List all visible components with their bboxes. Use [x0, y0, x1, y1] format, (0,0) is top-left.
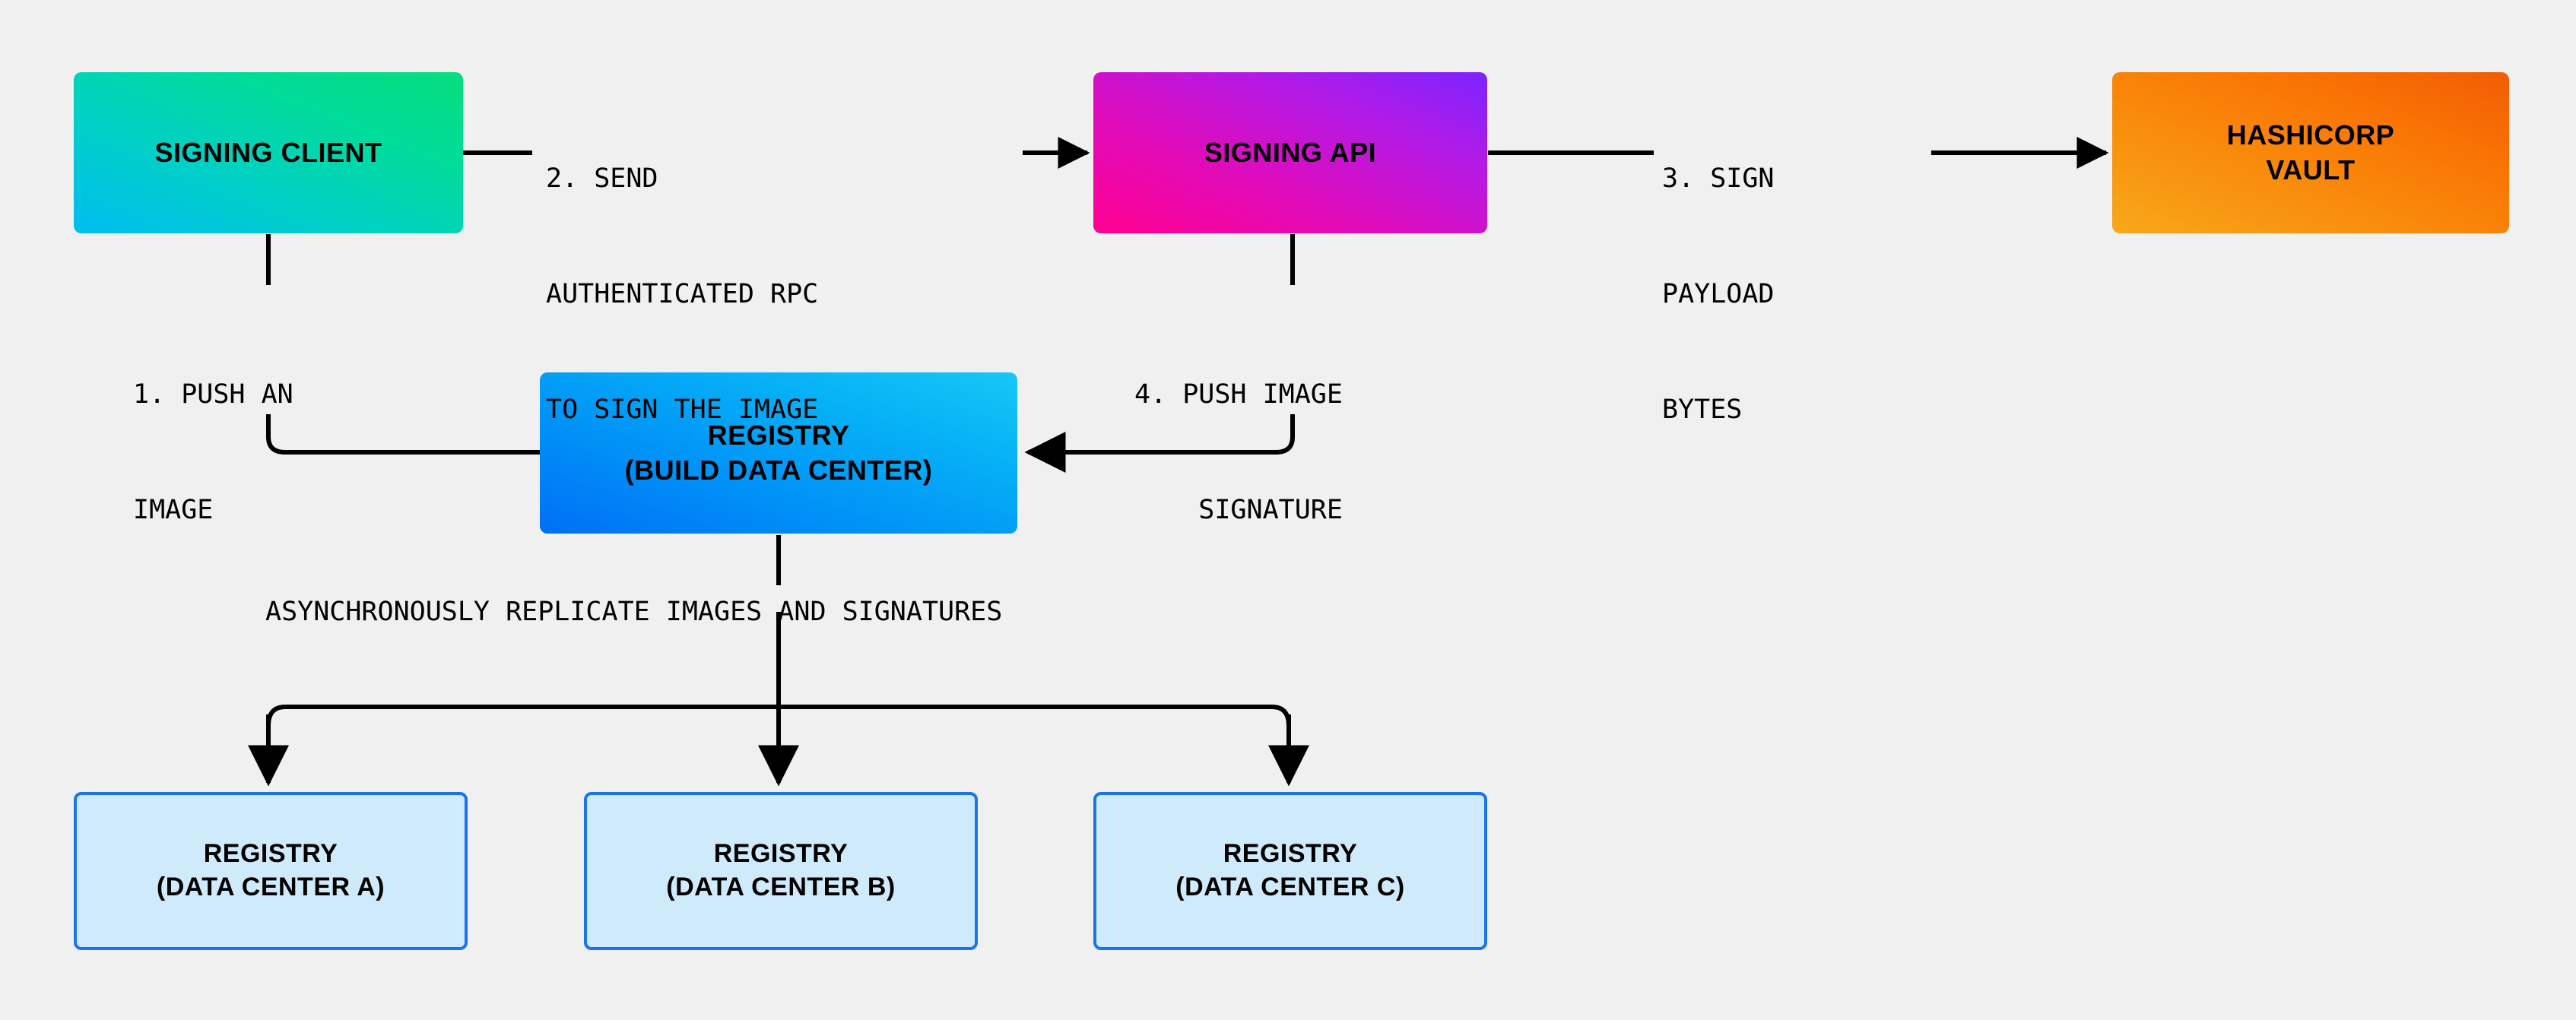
node-signing-client-label: SIGNING CLIENT	[154, 136, 382, 168]
node-registry-a-label-line2: (DATA CENTER A)	[156, 873, 385, 901]
node-hashicorp-vault-label-line2: VAULT	[2266, 154, 2356, 185]
edge-label-step-3-line3: BYTES	[1662, 394, 1743, 425]
edge-label-step-1-line2: IMAGE	[133, 494, 214, 525]
node-registry-c-label-line1: REGISTRY	[1223, 839, 1358, 869]
node-registry-a-label-line1: REGISTRY	[203, 839, 338, 869]
node-registry-b-label-line1: REGISTRY	[713, 839, 849, 869]
node-signing-api[interactable]: SIGNING API	[1093, 72, 1487, 233]
edge-label-replication: ASYNCHRONOUSLY REPLICATE IMAGES AND SIGN…	[265, 597, 1003, 627]
edge-label-step-3: 3. SIGN PAYLOAD BYTES	[1662, 82, 1775, 506]
node-hashicorp-vault-label-line1: HASHICORP	[2226, 119, 2395, 150]
edge-label-step-4: 4. PUSH IMAGE SIGNATURE	[1134, 298, 1343, 607]
edge-label-step-1-line1: 1. PUSH AN	[133, 379, 293, 410]
node-registry-b-label-line2: (DATA CENTER B)	[666, 873, 896, 901]
edge-label-step-3-line1: 3. SIGN	[1662, 163, 1775, 194]
edge-label-step-2: 2. SEND AUTHENTICATED RPC TO SIGN THE IM…	[546, 82, 818, 506]
edge-replication-bus	[266, 705, 1291, 727]
edge-label-step-2-line1: 2. SEND	[546, 163, 658, 194]
node-registry-data-center-c[interactable]: REGISTRY (DATA CENTER C)	[1093, 792, 1487, 950]
node-signing-api-label: SIGNING API	[1204, 136, 1377, 168]
node-hashicorp-vault[interactable]: HASHICORP VAULT	[2112, 72, 2509, 233]
node-registry-build-label-line1: REGISTRY	[707, 419, 850, 451]
edge-label-step-4-line2: SIGNATURE	[1198, 494, 1343, 525]
node-registry-build-label-line2: (BUILD DATA CENTER)	[624, 455, 933, 486]
edge-label-step-2-line3: TO SIGN THE IMAGE	[546, 394, 819, 425]
node-registry-data-center-a[interactable]: REGISTRY (DATA CENTER A)	[74, 792, 468, 950]
node-registry-data-center-b[interactable]: REGISTRY (DATA CENTER B)	[584, 792, 978, 950]
node-signing-client[interactable]: SIGNING CLIENT	[74, 72, 463, 233]
edge-label-step-1: 1. PUSH AN IMAGE	[133, 298, 293, 607]
edge-label-step-3-line2: PAYLOAD	[1662, 278, 1775, 309]
node-registry-build-data-center[interactable]: REGISTRY (BUILD DATA CENTER)	[540, 372, 1017, 534]
edge-label-step-2-line2: AUTHENTICATED RPC	[546, 278, 819, 309]
node-registry-c-label-line2: (DATA CENTER C)	[1175, 873, 1405, 901]
edge-label-step-4-line1: 4. PUSH IMAGE	[1134, 379, 1343, 410]
